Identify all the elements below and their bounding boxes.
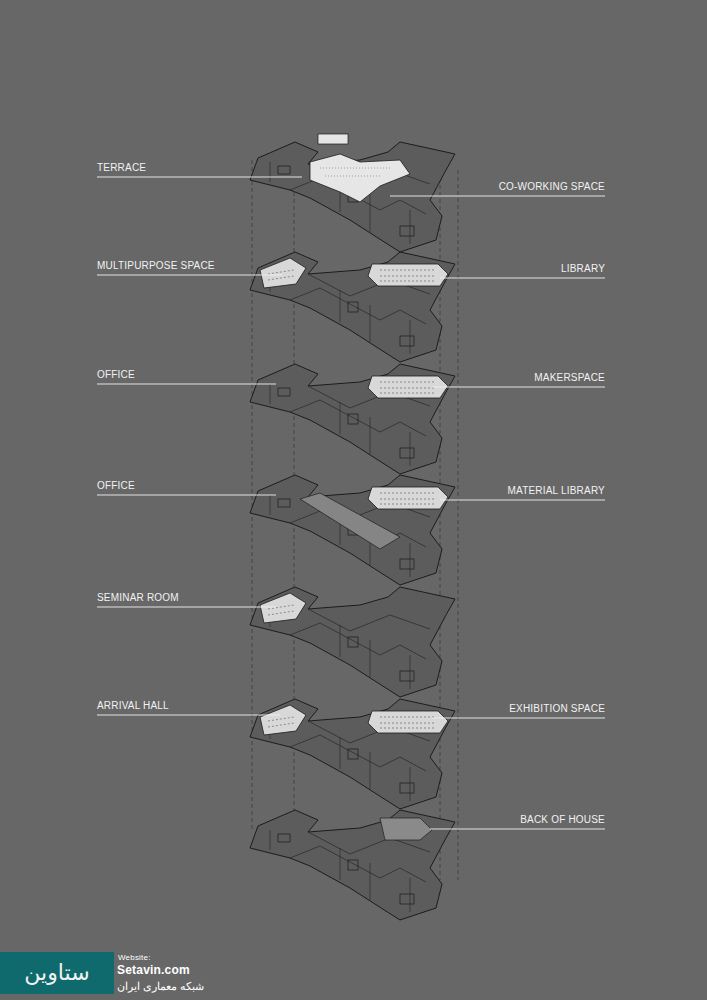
watermark-text: شبکه معماری ایران [117,979,204,993]
watermark-text: Setavin.com [117,963,190,978]
watermark-text: Website: [118,952,151,963]
room-label: MAKERSPACE [534,372,605,384]
room-label: OFFICE [97,480,135,492]
room-label: OFFICE [97,369,135,381]
room-label: SEMINAR ROOM [97,592,179,604]
room-label: EXHIBITION SPACE [509,703,605,715]
watermark-logo: ستاوین [8,960,106,985]
room-label: MATERIAL LIBRARY [508,485,606,497]
room-label: TERRACE [97,162,146,174]
room-label: LIBRARY [561,263,605,275]
room-label: BACK OF HOUSE [520,814,605,826]
room-label: CO-WORKING SPACE [499,181,605,193]
room-label: MULTIPURPOSE SPACE [97,260,215,272]
room-label: ARRIVAL HALL [97,700,169,712]
